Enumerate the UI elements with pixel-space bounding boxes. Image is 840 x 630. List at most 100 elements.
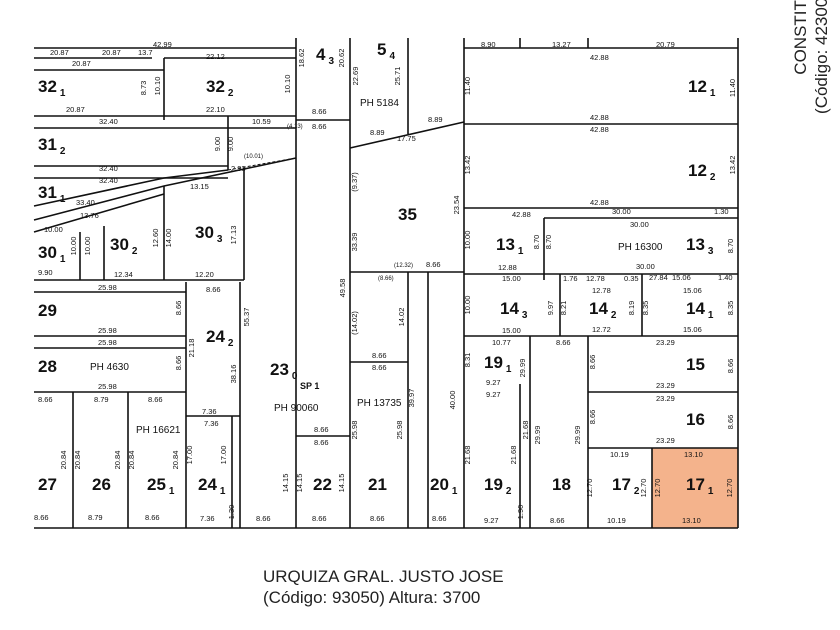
dimension-h-43: 27.84 — [649, 273, 668, 282]
dimension-v-28: 9.97 — [546, 301, 555, 316]
dimension-v-17: 12.60 — [151, 229, 160, 248]
dimension-v-50: 29.99 — [533, 426, 542, 445]
bracketed-dimension-0: (12.32) — [394, 263, 413, 269]
dimension-v-20: 33.39 — [350, 233, 359, 252]
dimension-v-21: 10.00 — [463, 231, 472, 250]
dimension-v-37: 8.66 — [174, 356, 183, 371]
dimension-h-27: 42.88 — [590, 198, 609, 207]
dimension-h-25: 13.15 — [190, 182, 209, 191]
dimension-h-10: 20.79 — [656, 40, 675, 49]
dimension-v-68: 1.30 — [227, 505, 236, 520]
dimension-h-66: 8.79 — [94, 395, 109, 404]
dimension-v-35: 55.37 — [242, 308, 251, 327]
dimension-h-30: 1.30 — [714, 207, 729, 216]
dimension-v-56: 20.84 — [171, 451, 180, 470]
parcel-label-p26[interactable]: 26 — [92, 475, 111, 494]
dimension-h-24: 33.40 — [76, 198, 95, 207]
dimension-h-29: 30.00 — [612, 207, 631, 216]
street-label-bottom: URQUIZA GRAL. JUSTO JOSE (Código: 93050)… — [263, 566, 504, 608]
dimension-h-36: 8.66 — [426, 260, 441, 269]
dimension-h-19: 17.75 — [397, 134, 416, 143]
dimension-h-0: 42.99 — [153, 40, 172, 49]
dimension-v-52: 20.84 — [59, 451, 68, 470]
parcel-label-p29[interactable]: 29 — [38, 301, 57, 320]
parcel-label-p27[interactable]: 27 — [38, 475, 57, 494]
dimension-v-42: 38.16 — [229, 365, 238, 384]
parcel-label-p22[interactable]: 22 — [313, 475, 332, 494]
highlighted-parcel-17-1[interactable] — [652, 448, 738, 528]
dimension-h-44: 15.06 — [672, 273, 691, 282]
parcel-label-p16[interactable]: 16 — [686, 410, 705, 429]
dimension-h-2: 20.87 — [102, 48, 121, 57]
dimension-h-39: 15.00 — [502, 274, 521, 283]
dimension-h-26: 13.76 — [80, 211, 99, 220]
dimension-v-32: 8.35 — [726, 301, 735, 316]
dimension-h-9: 13.27 — [552, 40, 571, 49]
dimension-h-7: 22.10 — [206, 105, 225, 114]
parcel-label-p18[interactable]: 18 — [552, 475, 571, 494]
dimension-h-70: 8.66 — [314, 425, 329, 434]
dimension-h-18: 8.89 — [370, 128, 385, 137]
parcel-label-p21[interactable]: 21 — [368, 475, 387, 494]
ph-label-ph16621: PH 16621 — [136, 425, 181, 436]
dimension-h-13: 8.66 — [312, 122, 327, 131]
parcel-label-p35[interactable]: 35 — [398, 205, 417, 224]
dimension-h-6: 20.87 — [66, 105, 85, 114]
dimension-v-62: 14.15 — [295, 474, 304, 493]
dimension-h-78: 7.36 — [200, 514, 215, 523]
dimension-h-38: 30.00 — [636, 262, 655, 271]
dimension-h-5: 22.12 — [206, 52, 225, 61]
ph-label-ph16300: PH 16300 — [618, 242, 663, 253]
ph-label-ph90060: PH 90060 — [274, 403, 319, 414]
dimension-h-21: 32.40 — [99, 164, 118, 173]
dimension-h-12: 8.66 — [312, 107, 327, 116]
dimension-v-10: 9.00 — [226, 137, 235, 152]
dimension-h-47: 8.66 — [206, 285, 221, 294]
dimension-h-59: 8.66 — [372, 363, 387, 372]
dimension-v-63: 14.15 — [337, 474, 346, 493]
dimension-h-41: 12.78 — [586, 274, 605, 283]
dimension-h-53: 15.06 — [683, 325, 702, 334]
bracketed-dimension-2: (4.13) — [287, 124, 303, 130]
dimension-v-16: 10.00 — [83, 237, 92, 256]
dimension-h-1: 20.87 — [50, 48, 69, 57]
dimension-h-31: 30.00 — [630, 220, 649, 229]
dimension-v-45: 8.66 — [588, 410, 597, 425]
dimension-v-9: 9.00 — [213, 137, 222, 152]
dimension-h-34: 12.34 — [114, 270, 133, 279]
dimension-h-11: 42.88 — [590, 53, 609, 62]
dimension-h-50: 25.98 — [98, 326, 117, 335]
dimension-v-58: 17.00 — [219, 446, 228, 465]
dimension-v-40: 8.66 — [588, 355, 597, 370]
parcel-label-p15[interactable]: 15 — [686, 355, 705, 374]
dimension-v-19: 17.13 — [229, 226, 238, 245]
parcel-label-p28[interactable]: 28 — [38, 357, 57, 376]
dimension-v-46: 8.66 — [726, 415, 735, 430]
